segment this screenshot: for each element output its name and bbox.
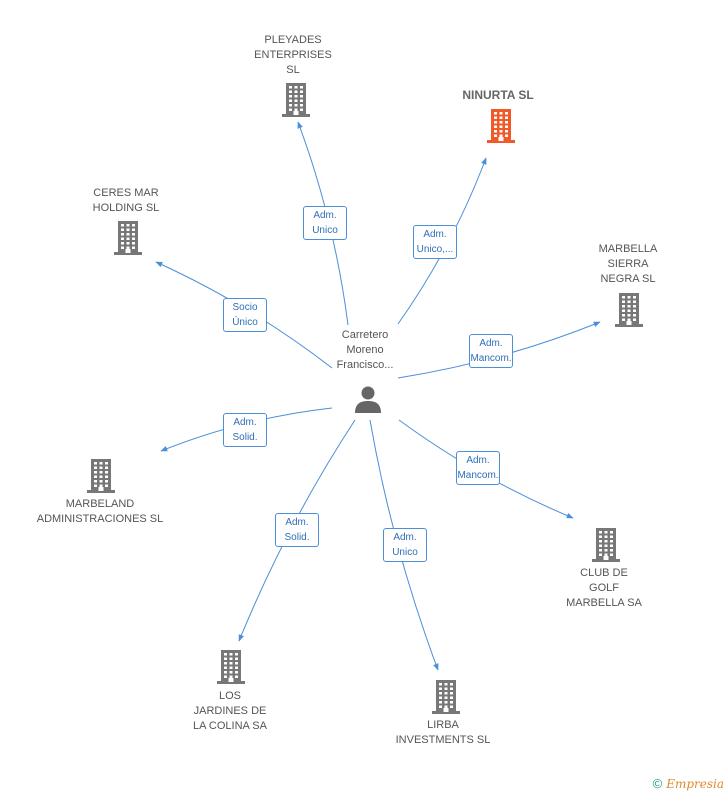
edge-label-jardines[interactable]: Adm. Solid. [275,513,319,547]
building-icon-ceres[interactable] [113,221,143,255]
node-label-ceres[interactable]: CERES MAR HOLDING SL [92,187,160,214]
node-label-marbeland[interactable]: MARBELAND ADMINISTRACIONES SL [36,498,164,525]
edge-label-ninurta[interactable]: Adm. Unico,... [413,225,457,259]
building-icon-marbeland[interactable] [86,459,116,493]
edge-label-lirba[interactable]: Adm. Unico [383,528,427,562]
edge-label-club-golf[interactable]: Adm. Mancom. [456,451,500,485]
edge-label-marbella-sierra[interactable]: Adm. Mancom. [469,334,513,368]
node-label-club-golf[interactable]: CLUB DE GOLF MARBELLA SA [566,567,642,609]
building-icon-pleyades[interactable] [281,83,311,117]
person-icon[interactable] [353,384,383,414]
center-person-label[interactable]: Carretero Moreno Francisco... [336,329,394,371]
copyright-icon: © [652,776,663,791]
node-label-marbella-sierra[interactable]: MARBELLA SIERRA NEGRA SL [598,243,658,285]
building-icon-club-golf[interactable] [591,528,621,562]
edge-label-marbeland[interactable]: Adm. Solid. [223,413,267,447]
building-icon-marbella-sierra[interactable] [614,293,644,327]
node-label-ninurta[interactable]: NINURTA SL [462,88,534,102]
edge-label-pleyades[interactable]: Adm. Unico [303,206,347,240]
building-icon-jardines[interactable] [216,650,246,684]
node-label-pleyades[interactable]: PLEYADES ENTERPRISES SL [254,34,332,76]
brand-logo: Empresia [666,777,724,791]
node-label-lirba[interactable]: LIRBA INVESTMENTS SL [395,719,491,746]
node-label-jardines[interactable]: LOS JARDINES DE LA COLINA SA [193,690,267,732]
edge-label-ceres[interactable]: Socio Único [223,298,267,332]
building-icon-ninurta[interactable] [486,109,516,143]
footer-brand: ©Empresia [653,776,724,791]
building-icon-lirba[interactable] [431,680,461,714]
